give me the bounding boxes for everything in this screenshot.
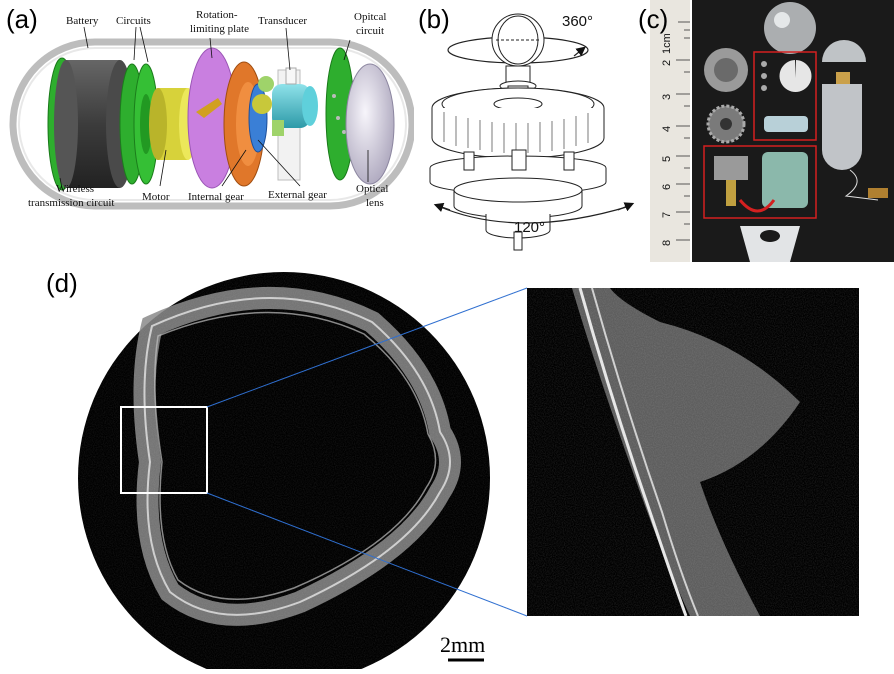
ruler-ticks: [676, 21, 690, 241]
label-optical-circuit-1: Opitcal: [354, 11, 386, 23]
bottom-cup: [740, 226, 800, 262]
label-circuits: Circuits: [116, 15, 151, 27]
ruler-tick-6: 6: [661, 184, 673, 190]
zoom-line-top: [206, 287, 528, 408]
label-wireless-1: Wireless: [56, 183, 94, 195]
panel-c-drawing: 1cm 2 3 4 5 6 7 8: [650, 0, 894, 262]
label-optical-lens-1: Optical: [356, 183, 388, 195]
transducer-body: [272, 84, 310, 128]
label-optical-lens-2: lens: [366, 197, 384, 209]
ruler-tick-5: 5: [661, 156, 673, 162]
clear-dome: [764, 2, 816, 54]
panel-b-rotation-mechanism: 360° 120° (b): [414, 0, 652, 262]
ruler-tick-3: 3: [661, 94, 673, 100]
panel-c-prototype-photo: 1cm 2 3 4 5 6 7 8: [638, 0, 894, 262]
panel-b-letter: (b): [418, 4, 450, 34]
ruler-tick-8: 8: [661, 240, 673, 246]
ruler-tick-4: 4: [661, 126, 673, 132]
capsule-shell: [9, 38, 416, 210]
angle-120-label: 120°: [514, 219, 545, 236]
highlight-box-parts: [753, 51, 817, 141]
label-battery: Battery: [66, 15, 99, 27]
label-transducer: Transducer: [258, 15, 307, 27]
assembled-capsule: [822, 84, 862, 170]
panel-d-ultrasound-image: 2mm (d): [0, 262, 894, 674]
angle-360-label: 360°: [562, 13, 593, 30]
panel-a-letter: (a): [6, 4, 38, 34]
panel-b-drawing: 360° 120°: [429, 13, 635, 251]
panel-d-drawing: 2mm: [0, 262, 859, 674]
scale-bar-label: 2mm: [440, 632, 485, 657]
ruler-tick-7: 7: [661, 212, 673, 218]
zoom-region-box: [120, 406, 208, 494]
panel-a-leader-lines: [59, 26, 369, 189]
panel-c-letter: (c): [638, 4, 669, 34]
optical-lens: [345, 63, 395, 185]
external-gear: [248, 83, 268, 153]
highlight-box-assembly: [703, 145, 817, 219]
panel-d-letter: (d): [46, 268, 78, 298]
label-rotation-1: Rotation-: [196, 9, 238, 21]
zoom-line-bottom: [206, 492, 528, 617]
label-rotation-2: limiting plate: [190, 23, 249, 35]
label-external-gear: External gear: [268, 189, 327, 201]
ruler-unit-label: 1cm: [661, 33, 673, 54]
label-wireless-2: transmission circuit: [28, 197, 114, 209]
panel-a-drawing: Battery Circuits Rotation- limiting plat…: [9, 9, 416, 210]
label-motor: Motor: [142, 191, 170, 203]
ruler-tick-2: 2: [661, 60, 673, 66]
panel-a-exploded-capsule: Battery Circuits Rotation- limiting plat…: [0, 0, 416, 262]
ruler: [650, 0, 690, 262]
label-optical-circuit-2: circuit: [356, 25, 384, 37]
label-internal-gear: Internal gear: [188, 191, 244, 203]
